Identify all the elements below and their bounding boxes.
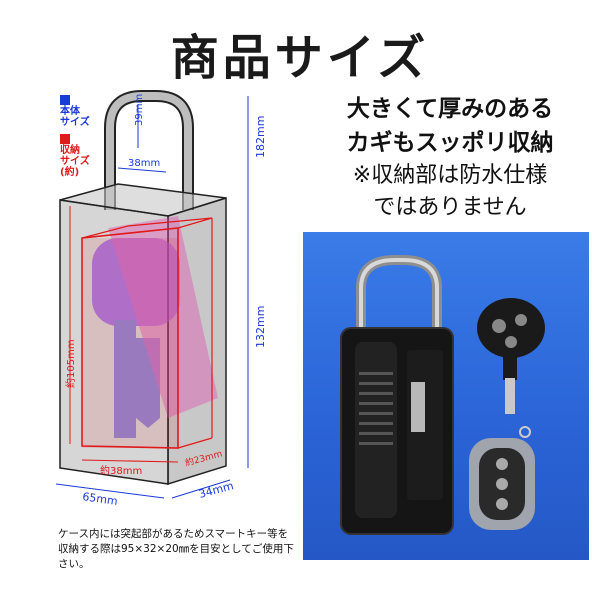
blue-swatch <box>60 95 70 105</box>
depth-label: 34mm <box>197 479 235 501</box>
red-swatch <box>60 134 70 144</box>
headline-line-2: カギもスッポリ収納 <box>346 130 554 156</box>
legend: 本体 サイズ 収納 サイズ (約) <box>60 95 90 184</box>
headline: 大きくて厚みのある カギもスッポリ収納 ※収納部は防水仕様 ではありません <box>300 92 600 224</box>
inner-height-label: 約105mm <box>64 339 77 388</box>
inner-width-label: 約38mm <box>100 464 142 477</box>
page-title: 商品サイズ <box>170 30 430 86</box>
headline-line-1: 大きくて厚みのある <box>346 96 554 122</box>
car-key-fob <box>477 298 545 358</box>
legend-body-size: 本体 サイズ <box>60 95 90 128</box>
dimension-diagram: 39mm 38mm 182mm 132mm 65mm 34mm 約105mm 約… <box>55 90 267 508</box>
headline-line-3: ※収納部は防水仕様 <box>352 163 548 188</box>
legend-body-label: 本体 サイズ <box>60 106 90 128</box>
legend-storage-label: 収納 サイズ (約) <box>60 145 90 178</box>
width-label: 65mm <box>82 490 119 508</box>
headline-line-4: ではありません <box>373 195 527 220</box>
key-illustration <box>92 216 218 438</box>
total-height-label: 182mm <box>254 116 267 158</box>
shackle-width-label: 38mm <box>128 158 160 169</box>
product-photo-illustration <box>340 255 545 535</box>
product-photo <box>303 232 589 560</box>
body-height-label: 132mm <box>254 306 267 348</box>
shackle-height-label: 39mm <box>134 94 145 126</box>
usage-note: ケース内には突起部があるためスマートキー等を収納する際は95×32×20㎜を目安… <box>58 528 294 570</box>
legend-storage-size: 収納 サイズ (約) <box>60 134 90 178</box>
